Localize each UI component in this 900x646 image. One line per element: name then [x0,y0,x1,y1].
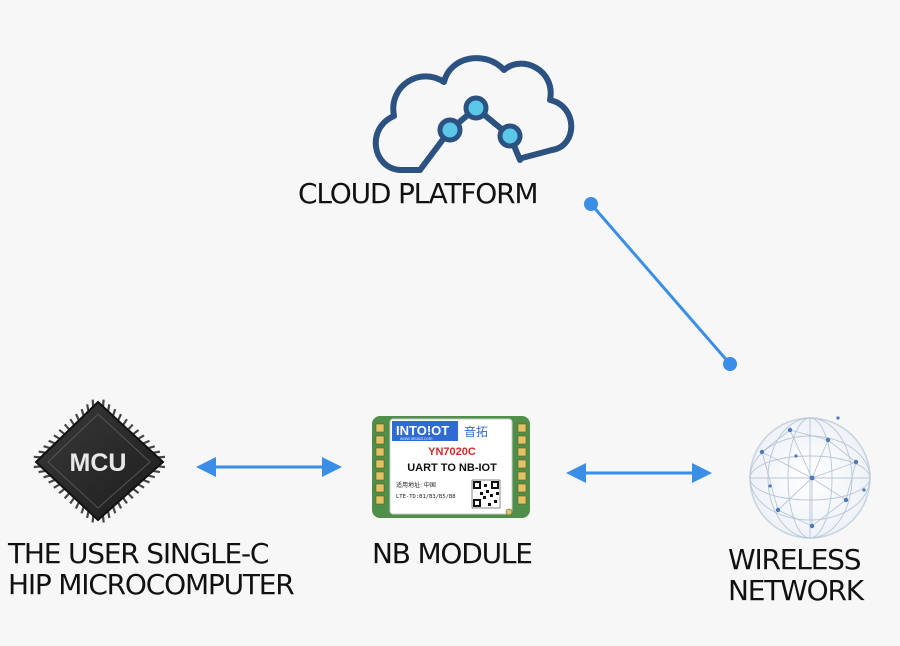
cloud-platform-label: CLOUD PLATFORM [298,177,539,210]
chip-pin [122,418,128,426]
wireless-network-label: WIRELESS NETWORK [728,543,864,607]
chip-pin [48,478,56,484]
mcu-chip-text: MCU [70,449,127,477]
chip-pin [63,423,71,431]
chip-pin [122,497,128,505]
nb-bands: LTE-TD:B1/B3/B5/B8 [396,494,456,500]
chip-pin [80,408,85,417]
chip-pin [69,418,76,426]
chip-pin [132,487,140,494]
chip-pin [106,510,111,519]
chip-pin [117,413,123,421]
connector-cloud-wireless [584,197,737,371]
chip-pin [69,497,76,505]
nb-brand: INTO!OT [396,423,449,438]
globe-network-icon [749,416,871,539]
chip-pin [142,478,150,484]
nb-model: YN7020C [428,446,476,458]
arrow-nb-wireless [566,463,712,483]
nb-title: UART TO NB-IOT [407,462,497,474]
chip-pin [53,483,61,489]
chip-pin [111,408,117,417]
chip-pin [137,434,145,440]
chip-pin [43,445,51,450]
chip-pin [127,423,134,431]
wireless-label-line-2: NETWORK [728,574,864,607]
mcu-chip-icon: MCU [33,399,166,523]
arrow-mcu-nb [196,457,342,477]
chip-pin [58,487,66,495]
mcu-label: THE USER SINGLE-C HIP MICROCOMPUTER [8,537,295,601]
mcu-label-line-1: THE USER SINGLE-C [8,537,269,570]
nb-region: 适用地址: 中国 [396,481,436,489]
chip-pin [117,501,123,509]
chip-pin [142,439,150,445]
chip-pin [53,434,61,440]
nb-brand-url: www.intoiot.com [400,436,433,441]
cloud-network-icon [372,55,575,173]
cloud-node-2 [463,95,489,121]
nb-module-board-icon: INTO!OT www.intoiot.com 音拓 YN7020C UART … [372,416,530,518]
chip-pin [132,429,140,436]
qr-code-icon [471,479,501,509]
chip-pin [80,506,85,514]
chip-pin [58,428,66,436]
cloud-node-3 [497,123,523,149]
chip-pin [127,492,134,500]
chip-pin [74,501,80,509]
nb-module-label: NB MODULE [372,537,533,570]
nb-brand-cn: 音拓 [464,424,488,439]
mcu-label-line-2: HIP MICROCOMPUTER [8,568,295,601]
chip-pin [48,439,56,445]
chip-pin [63,492,71,500]
cloud-node-1 [437,117,463,143]
chip-pin [137,483,145,489]
chip-pin [75,413,80,421]
wireless-label-line-1: WIRELESS [728,543,862,576]
chip-pin [111,506,117,514]
